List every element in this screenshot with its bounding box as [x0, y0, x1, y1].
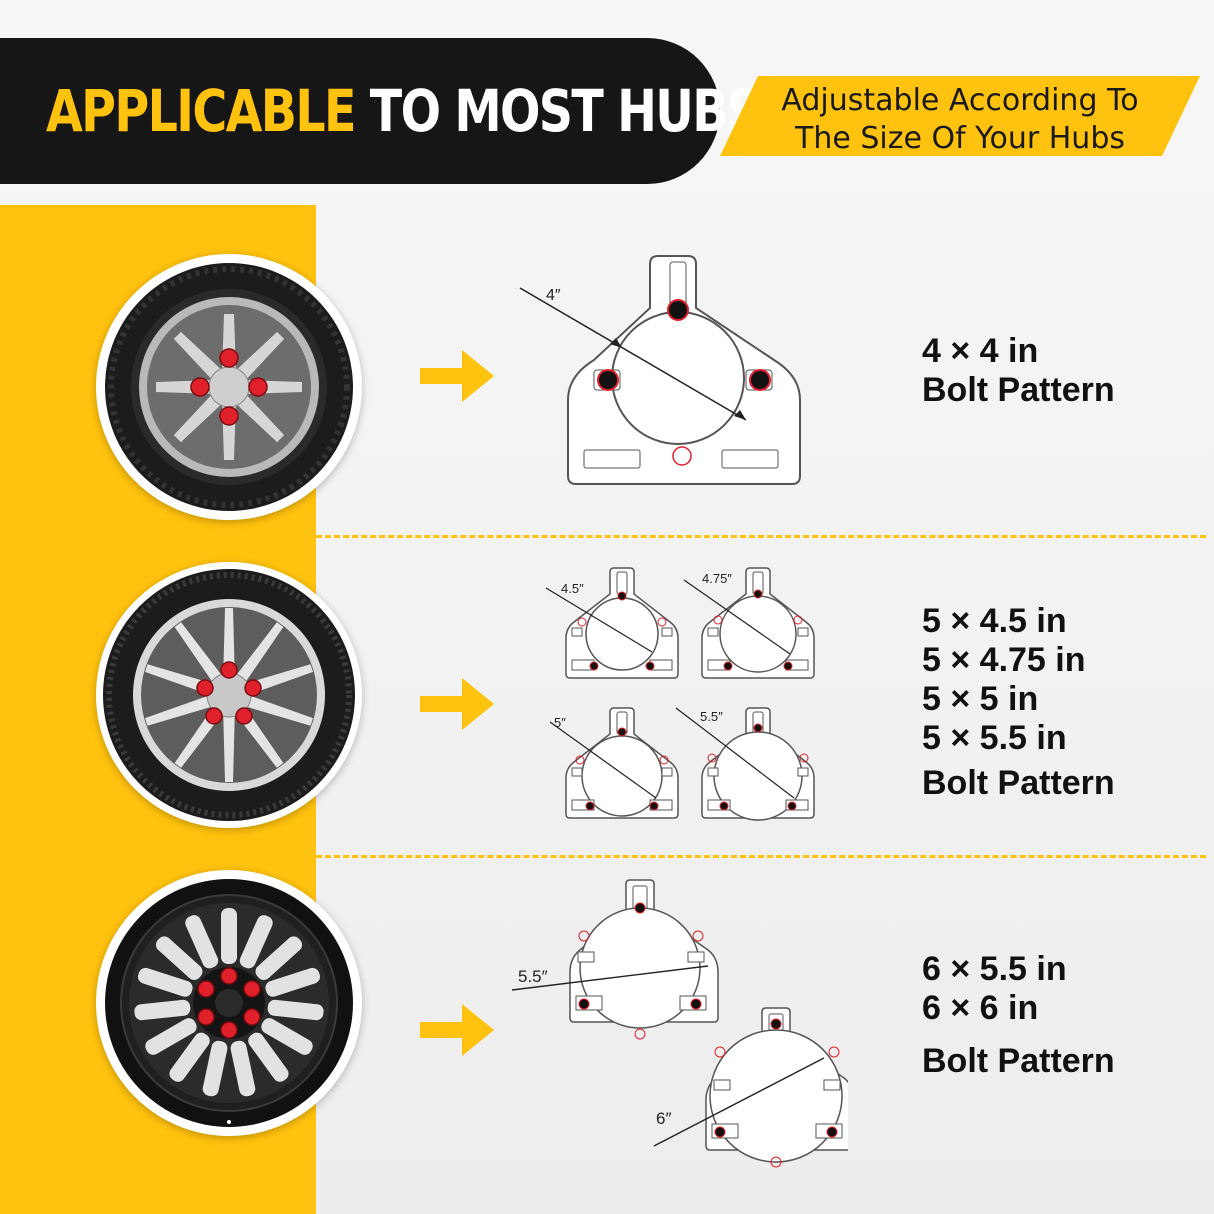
tagline: Adjustable According To The Size Of Your… — [760, 82, 1160, 158]
diagram-label: 5.5″ — [518, 967, 548, 986]
row-divider — [316, 855, 1206, 858]
tagline-line-2: The Size Of Your Hubs — [795, 121, 1125, 156]
diagram-label: 4.75″ — [702, 571, 732, 586]
pattern-label: 6 × 6 in — [922, 989, 1039, 1027]
pattern-label: 5 × 5.5 in — [922, 719, 1067, 757]
golf-cart-wheel-icon — [96, 254, 362, 520]
spec-4x4: 4 × 4 in Bolt Pattern — [922, 332, 1115, 410]
tagline-line-1: Adjustable According To — [781, 83, 1139, 118]
diagram-label: 4″ — [546, 287, 561, 304]
diagram-label: 5.5″ — [700, 709, 723, 724]
pattern-label: 5 × 5 in — [922, 680, 1039, 718]
bolt-pattern-suffix: Bolt Pattern — [922, 371, 1115, 409]
pattern-label: 6 × 5.5 in — [922, 950, 1067, 988]
pattern-label: 4 × 4 in — [922, 332, 1039, 370]
bolt-pattern-suffix: Bolt Pattern — [922, 764, 1115, 802]
bolt-pattern-diagrams-6-lug: 5.5″ 6″ — [511, 879, 848, 1168]
pattern-label: 5 × 4.5 in — [922, 602, 1067, 640]
diagram-label: 5″ — [554, 715, 566, 730]
tagline-badge — [720, 76, 1200, 156]
spec-5-lug: 5 × 4.5 in 5 × 4.75 in 5 × 5 in 5 × 5.5 … — [922, 602, 1115, 803]
page-title: APPLICABLE TO MOST HUBS — [46, 77, 761, 145]
title-rest: TO MOST HUBS — [369, 77, 761, 145]
bolt-pattern-suffix: Bolt Pattern — [922, 1042, 1115, 1080]
bolt-pattern-diagram-4x4: 4″ — [519, 255, 801, 485]
bolt-pattern-diagrams-5-lug: 4.5″ 4.75″ — [545, 567, 815, 821]
right-arrow-icon — [420, 350, 494, 402]
right-arrow-icon — [420, 678, 494, 730]
black-spoke-wheel-icon — [96, 870, 362, 1136]
right-arrow-icon — [420, 1004, 494, 1056]
spec-6-lug: 6 × 5.5 in 6 × 6 in Bolt Pattern — [922, 950, 1115, 1081]
row-divider — [316, 535, 1206, 538]
diagram-label: 4.5″ — [561, 581, 584, 596]
diagram-label: 6″ — [656, 1109, 671, 1128]
pattern-label: 5 × 4.75 in — [922, 641, 1086, 679]
title-highlight: APPLICABLE — [46, 77, 357, 145]
header-banner — [0, 38, 720, 184]
car-alloy-wheel-icon — [96, 562, 362, 828]
